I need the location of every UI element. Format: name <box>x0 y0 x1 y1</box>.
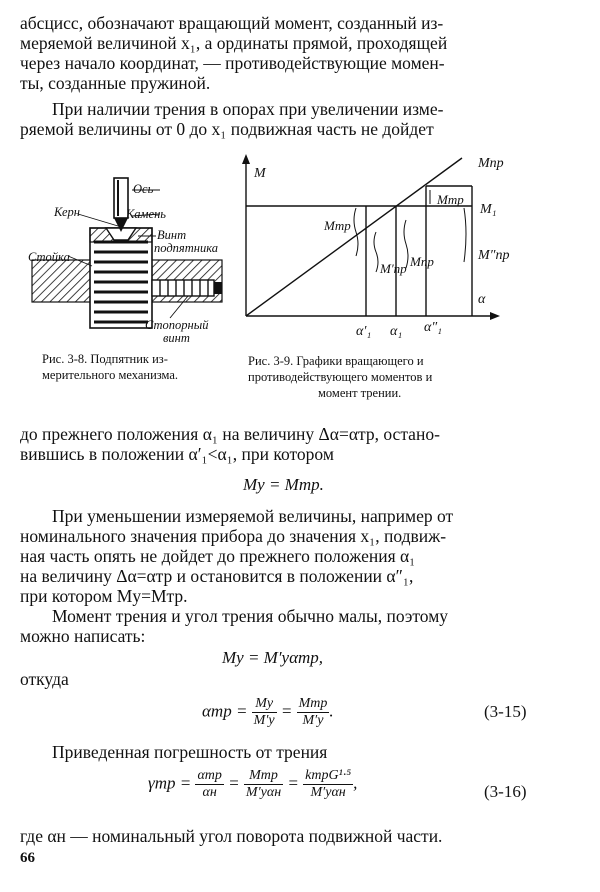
label-vint-2: подпятника <box>154 241 218 255</box>
equation-number: (3-16) <box>484 782 527 801</box>
numerator: Mтр <box>296 696 330 713</box>
figure-3-9-moment-graph <box>242 154 500 320</box>
figure-caption-3-8: Рис. 3-8. Подпятник из- <box>42 352 168 366</box>
text-line: при котором Mу=Mтр. <box>20 586 188 606</box>
label-alpha1-dprime: α″₁ <box>424 320 443 335</box>
label-Mtr-left: Mтр <box>324 218 351 233</box>
eq-lhs: γтр = <box>148 773 192 793</box>
label-alpha1-prime: α′₁ <box>356 324 372 339</box>
label-Mpr: Mпр <box>478 156 504 171</box>
text-line: ты, созданные пружиной. <box>20 73 211 93</box>
figure-3-8-pivot-bearing <box>31 177 223 329</box>
denominator: M′уαн <box>310 785 346 800</box>
label-Mpr-mid: Mпр <box>410 254 434 269</box>
text-line: меряемой величиной x₁, а ординаты прямой… <box>20 33 448 53</box>
text-line: через начало координат, — противодейству… <box>20 53 445 73</box>
equation-number: (3-15) <box>484 702 527 721</box>
numerator: Mу <box>251 696 277 713</box>
text-line: на величину Δα=αтр и остановится в полож… <box>20 566 414 586</box>
eq-sign: = <box>228 773 240 793</box>
denominator: αн <box>202 785 217 800</box>
text-line: При уменьшении измеряемой величины, напр… <box>52 506 454 526</box>
label-M: M <box>254 166 266 181</box>
eq-lhs: αтр = <box>202 701 248 721</box>
label-os: Ось <box>133 182 154 196</box>
text-line: откуда <box>20 669 69 689</box>
page-number: 66 <box>20 850 35 866</box>
text-line: абсцисс, обозначают вращающий момент, со… <box>20 13 444 33</box>
figure-caption-3-9: противодействующего моментов и <box>248 370 433 384</box>
label-stopornyi-2: винт <box>163 331 190 345</box>
text-line: ряемой величины от 0 до x₁ подвижная час… <box>20 119 434 139</box>
denominator: M′уαн <box>245 785 282 800</box>
text-line: номинального значения прибора до значени… <box>20 526 447 546</box>
figure-caption-3-9: момент трении. <box>318 386 402 400</box>
denominator: M′у <box>302 713 324 728</box>
text-line: ная часть опять не дойдет до прежнего по… <box>20 546 416 566</box>
eq-sign: = <box>287 773 299 793</box>
text-line: можно написать: <box>20 626 146 646</box>
text-line: При наличии трения в опорах при увеличен… <box>52 99 444 119</box>
text-line: где αн — номинальный угол поворота подви… <box>20 826 443 846</box>
numerator: αтр <box>195 768 224 785</box>
label-Mpr-dd: M″пр <box>478 248 510 263</box>
text-line: Приведенная погрешность от трения <box>52 742 328 762</box>
figure-caption-3-8: мерительного механизма. <box>42 368 179 382</box>
label-alpha: α <box>478 292 486 307</box>
label-M1: M₁ <box>480 202 497 217</box>
eq-end: . <box>329 701 334 721</box>
label-alpha1: α₁ <box>390 324 403 339</box>
equation-1: Mу = Mтр. <box>243 475 324 494</box>
text-line: до прежнего положения α₁ на величину Δα=… <box>20 424 440 444</box>
text-line: вившись в положении α′₁<α₁, при котором <box>20 444 334 464</box>
label-stoyka: Стойка <box>28 250 70 264</box>
label-kern: Керн <box>54 205 80 219</box>
label-vint-1: Винт <box>157 228 187 242</box>
text-line: Момент трения и угол трения обычно малы,… <box>52 606 449 626</box>
denominator: M′у <box>253 713 275 728</box>
label-stopornyi-1: Стопорный <box>145 318 209 332</box>
eq-sign: = <box>280 701 293 721</box>
eq-end: , <box>353 773 358 793</box>
equation-2: Mу = M′уαтр, <box>222 648 324 667</box>
figure-caption-3-9: Рис. 3-9. Графики вращающего и <box>248 354 424 368</box>
numerator: Mтр <box>243 768 284 785</box>
label-kamen: Камень <box>126 207 166 221</box>
label-Mpr-d: M′пр <box>380 261 407 276</box>
numerator: kтрG¹·⁵ <box>303 768 354 785</box>
label-Mtr-top: Mтр <box>437 192 464 207</box>
